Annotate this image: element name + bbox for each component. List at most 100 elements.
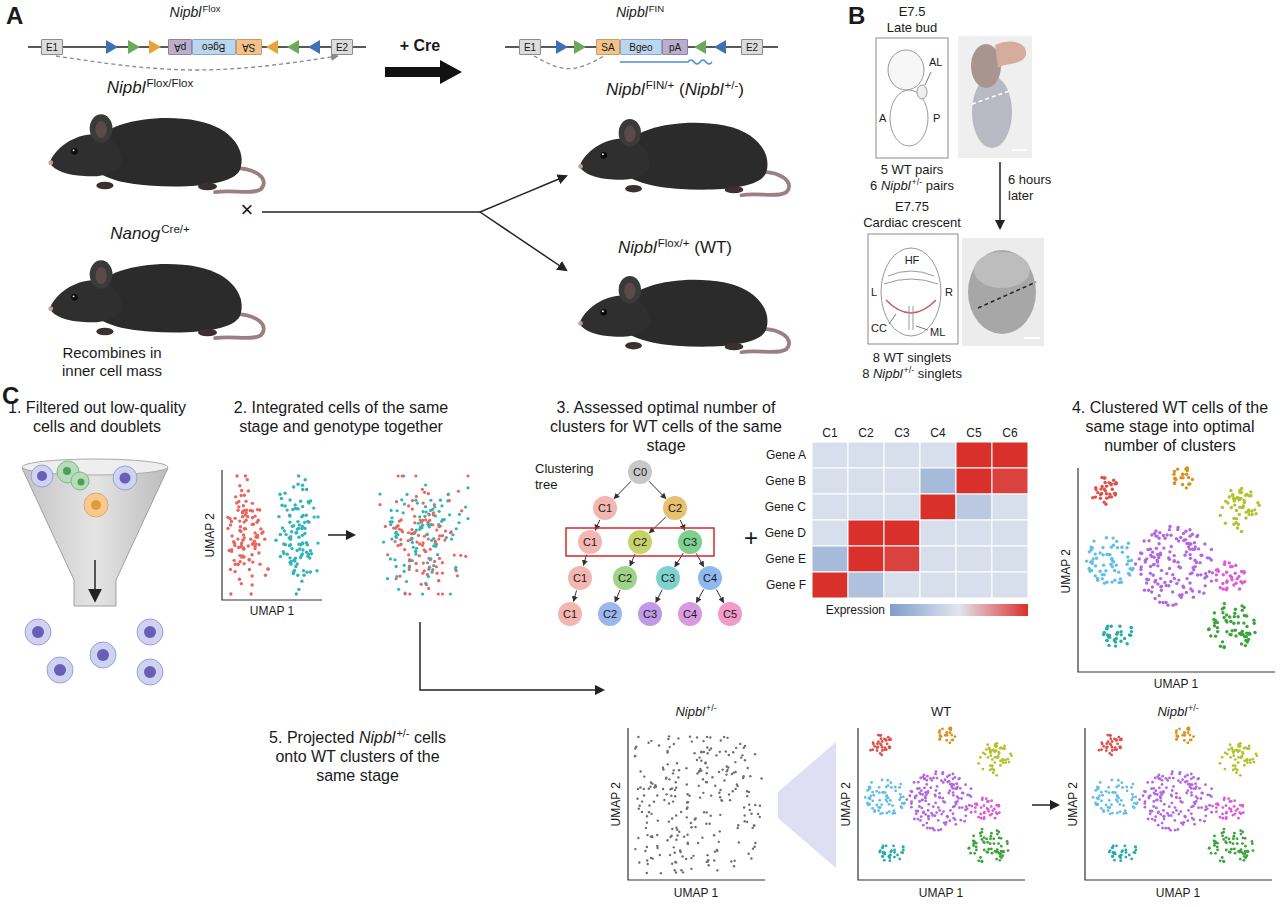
cell-point bbox=[1168, 776, 1171, 779]
cell-point bbox=[1165, 786, 1168, 789]
cell-point bbox=[968, 804, 971, 807]
cell-point bbox=[1176, 734, 1179, 737]
heatmap-cell bbox=[848, 546, 884, 572]
cell-point bbox=[298, 523, 301, 526]
cell-point bbox=[989, 842, 992, 845]
cell-point bbox=[1242, 852, 1245, 855]
cell-point bbox=[441, 592, 444, 595]
cell-point bbox=[259, 527, 262, 530]
cell-point bbox=[985, 797, 988, 800]
cell-point bbox=[1132, 851, 1135, 854]
cell-point bbox=[399, 538, 402, 541]
embryo-sketch bbox=[888, 50, 924, 90]
cell-point bbox=[1107, 791, 1110, 794]
cell-point bbox=[1256, 501, 1259, 504]
cell-point bbox=[1150, 787, 1153, 790]
cell-point bbox=[414, 474, 417, 477]
cell-point bbox=[992, 809, 995, 812]
cell-point bbox=[427, 537, 430, 540]
cell-point bbox=[414, 499, 417, 502]
heatmap-cell bbox=[920, 572, 956, 598]
cell-point bbox=[1221, 806, 1224, 809]
cell-point bbox=[1236, 526, 1239, 529]
cell-point bbox=[1107, 809, 1110, 812]
cell-point bbox=[1252, 618, 1255, 621]
cell-point bbox=[242, 562, 245, 565]
cell-point bbox=[413, 531, 416, 534]
cell-point bbox=[924, 799, 927, 802]
cell-point bbox=[893, 851, 896, 854]
cell-point bbox=[1168, 805, 1171, 808]
cell-point bbox=[975, 842, 978, 845]
cell-point bbox=[1116, 742, 1119, 745]
cell-point bbox=[293, 503, 296, 506]
cell-point bbox=[955, 782, 958, 785]
cell-point bbox=[964, 814, 967, 817]
cell-point bbox=[1253, 631, 1256, 634]
cell-point bbox=[1223, 563, 1226, 566]
cell-point bbox=[1196, 778, 1199, 781]
cell-point bbox=[1105, 790, 1108, 793]
cell-point bbox=[264, 574, 267, 577]
cell-point bbox=[249, 537, 252, 540]
cell-point bbox=[1177, 813, 1180, 816]
cell-point bbox=[965, 805, 968, 808]
cell-point bbox=[998, 859, 1001, 862]
cell-point bbox=[1203, 542, 1206, 545]
cell-point bbox=[1222, 817, 1225, 820]
cell-point bbox=[1235, 771, 1238, 774]
cell-point bbox=[879, 849, 882, 852]
cell-point bbox=[1134, 848, 1137, 851]
cell-point bbox=[985, 851, 988, 854]
cell-point bbox=[1131, 783, 1134, 786]
cell-point bbox=[1177, 578, 1180, 581]
cell-point bbox=[1216, 630, 1219, 633]
cell-point bbox=[1239, 497, 1242, 500]
cell-point bbox=[1242, 621, 1245, 624]
cell-point bbox=[407, 553, 410, 556]
cell-point bbox=[1122, 804, 1125, 807]
cell-point bbox=[1203, 820, 1206, 823]
cell-point bbox=[421, 510, 424, 513]
cell-point bbox=[1200, 791, 1203, 794]
cell-point bbox=[253, 547, 256, 550]
cell-point bbox=[952, 773, 955, 776]
cell-point bbox=[297, 536, 300, 539]
cell-point bbox=[1235, 749, 1238, 752]
cell-point bbox=[1120, 799, 1123, 802]
cell-point bbox=[1102, 476, 1105, 479]
cell-point bbox=[290, 547, 293, 550]
cell-point bbox=[1232, 750, 1235, 753]
cell-point bbox=[1181, 476, 1184, 479]
cell-point bbox=[902, 846, 905, 849]
cell-point bbox=[251, 560, 254, 563]
heatmap-cell bbox=[920, 468, 956, 494]
cell-point bbox=[1114, 493, 1117, 496]
construct-backbone bbox=[28, 46, 41, 48]
cell-point bbox=[951, 787, 954, 790]
cell-point bbox=[285, 508, 288, 511]
cell-point bbox=[1244, 639, 1247, 642]
cell-point bbox=[917, 781, 920, 784]
cell-point bbox=[886, 779, 889, 782]
cell-point bbox=[915, 794, 918, 797]
cell-point bbox=[1121, 551, 1124, 554]
cell-point bbox=[395, 525, 398, 528]
cell-point bbox=[889, 799, 892, 802]
cell-point bbox=[395, 509, 398, 512]
cell-point bbox=[450, 530, 453, 533]
heatmap-cell bbox=[920, 494, 956, 520]
loxp-triangle bbox=[574, 40, 586, 54]
cell-point bbox=[967, 847, 970, 850]
cell-point bbox=[1187, 809, 1190, 812]
cell-point bbox=[1102, 573, 1105, 576]
cell-point bbox=[1241, 581, 1244, 584]
cell-point bbox=[1225, 804, 1228, 807]
heatmap-cell bbox=[956, 494, 992, 520]
cell-point bbox=[1253, 761, 1256, 764]
cell-point bbox=[437, 579, 440, 582]
cell-point bbox=[441, 561, 444, 564]
cell-point bbox=[998, 852, 1001, 855]
cell-point bbox=[995, 851, 998, 854]
